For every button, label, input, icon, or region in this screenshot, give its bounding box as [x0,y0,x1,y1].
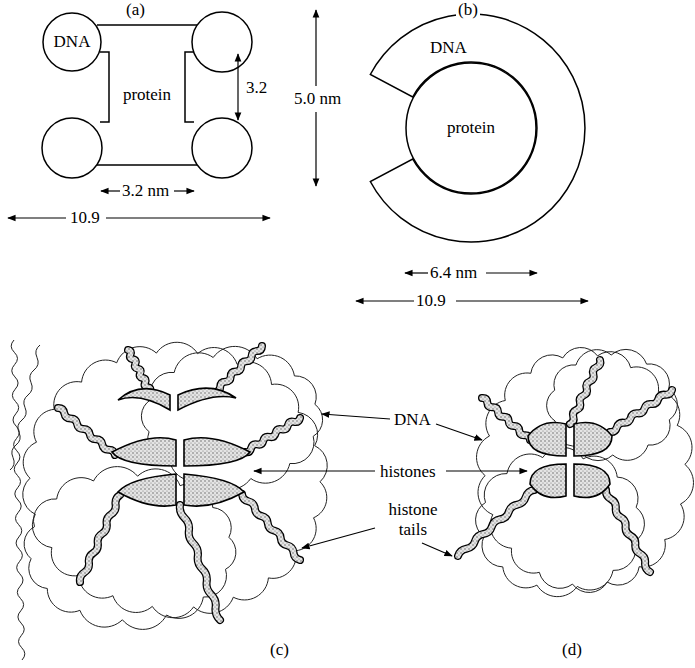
dimension: 6.4 nm [428,263,479,283]
dna-loop [477,348,694,593]
tail-outline [482,398,530,440]
tail-fill [570,360,600,424]
tail-fill [58,408,115,455]
ring-outline [370,14,585,242]
dimension: 10.9 [68,208,102,228]
dna-strand [10,345,40,470]
dna-circles [42,12,252,178]
tail-fill [610,390,672,432]
node-label: DNA [430,39,467,58]
callout-label: histone tails [378,500,448,539]
dna-strand [11,340,25,660]
tail-fill [128,350,151,392]
tail-fill [245,418,300,452]
tail-outline [180,505,220,620]
tail-fill [215,346,262,392]
tail-fill [180,505,220,620]
tail-outline [242,494,300,560]
dimension: 5.0 nm [292,89,343,109]
protein-block: protein [97,25,197,165]
node-label: DNA [54,33,91,52]
dna-loop [141,346,322,489]
panel-letter: (b) [456,0,480,20]
tail-fill [482,398,530,440]
tail-fill [606,490,650,572]
tail-outline [606,490,650,572]
tail-outline [610,390,672,432]
panel-letter: (d) [560,640,584,660]
tail-fill [458,490,534,556]
dimension: 3.2 [244,78,269,98]
tail-outline [245,418,300,452]
dna-ring: DNA protein [355,12,587,244]
panel-letter: (c) [268,640,291,660]
dna-loop [23,342,328,617]
tail-outline [128,350,151,392]
dna-outline [10,340,693,660]
tail-fill [80,495,120,582]
dimension: 3.2 nm [120,181,171,201]
tail-outline [458,490,534,556]
callout-label: histones [378,462,438,482]
circle-outline [43,13,101,71]
tail-outline [58,408,115,455]
protein-outline [97,25,197,165]
dimension: 10.9 [414,291,448,311]
tail-fill [242,494,300,560]
node-label: protein [123,86,171,105]
tail-outline [80,495,120,582]
circle-node: DNA [42,12,102,72]
tail-outline [215,346,262,392]
panel-letter: (a) [124,0,147,20]
callout-label: DNA [392,410,433,430]
tail-outline [570,360,600,424]
histone-tails [58,346,672,620]
circle-outline [406,63,536,193]
node-label: protein [447,119,495,138]
leader-arrows [254,414,527,556]
histone-core [112,388,612,506]
dimension-arrows [8,10,588,301]
circle-node: protein [405,62,537,194]
